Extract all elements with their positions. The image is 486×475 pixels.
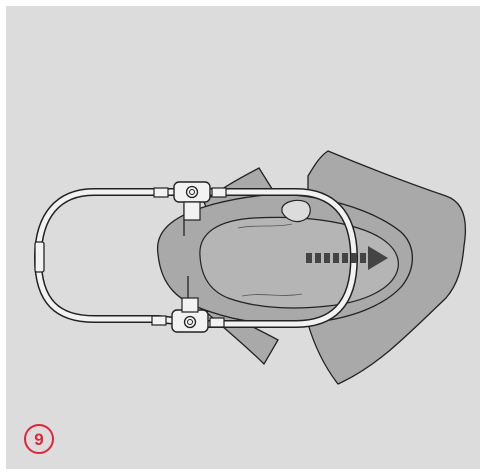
frame-sleeve-bottom-right (209, 317, 225, 328)
assembly-illustration (34, 150, 467, 385)
joint-button-top (185, 185, 199, 199)
step-number: 9 (34, 429, 44, 449)
seat-head-notch (281, 199, 311, 223)
frame-post-top (183, 201, 201, 221)
seat-seam-bottom (241, 293, 303, 297)
joint-button-bottom-center (187, 319, 193, 325)
frame-sleeve-bottom-left (151, 315, 167, 326)
frame-sleeve-top-left (153, 187, 169, 198)
instruction-panel: 9 (6, 6, 480, 469)
joint-button-bottom (183, 315, 197, 329)
frame-left-cap (34, 241, 45, 273)
frame-sleeve-top-right (211, 187, 227, 198)
frame-post-bottom (181, 297, 199, 313)
seat-seam-top (237, 223, 293, 229)
joint-button-top-center (189, 189, 195, 195)
step-number-badge: 9 (24, 424, 54, 454)
arrow-right-icon (306, 246, 388, 270)
